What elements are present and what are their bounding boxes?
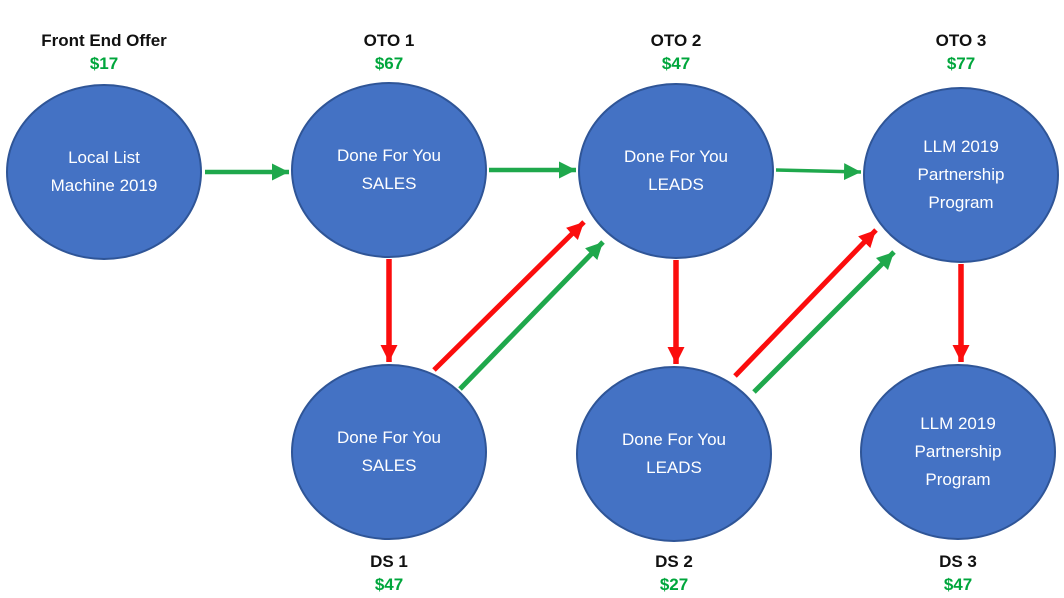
node-oto-1: Done For You SALES [291, 82, 487, 258]
edge-ds1-to-oto2-green-arrow [458, 240, 605, 391]
edge-oto2-to-oto3-green-arrow [775, 163, 862, 181]
node-oto-3-text: LLM 2019 Partnership Program [917, 137, 1005, 212]
offer-name: DS 1 [370, 552, 408, 571]
offer-name: DS 2 [655, 552, 693, 571]
node-oto-3: LLM 2019 Partnership Program [863, 87, 1059, 263]
node-ds-2-text: Done For You LEADS [622, 430, 726, 477]
node-oto-2-text: Done For You LEADS [624, 147, 728, 194]
node-ds-3-text: LLM 2019 Partnership Program [914, 414, 1002, 489]
label-ds-1: DS 1 $47 [279, 551, 499, 596]
node-oto-1-text: Done For You SALES [337, 146, 441, 193]
edge-ds2-to-oto3-red-arrow [733, 228, 878, 378]
label-oto-1: OTO 1 $67 [279, 30, 499, 75]
label-front-end-offer: Front End Offer $17 [0, 30, 214, 75]
label-ds-3: DS 3 $47 [848, 551, 1064, 596]
offer-name: DS 3 [939, 552, 977, 571]
offer-name: OTO 2 [650, 31, 702, 50]
node-ds-1-text: Done For You SALES [337, 428, 441, 475]
offer-price: $17 [89, 54, 119, 73]
offer-name: OTO 3 [935, 31, 987, 50]
label-ds-2: DS 2 $27 [564, 551, 784, 596]
offer-price: $27 [659, 575, 689, 594]
node-front-end-offer-text: Local List Machine 2019 [50, 148, 158, 195]
node-oto-2: Done For You LEADS [578, 83, 774, 259]
node-ds-2: Done For You LEADS [576, 366, 772, 542]
node-ds-3: LLM 2019 Partnership Program [860, 364, 1056, 540]
offer-price: $67 [374, 54, 404, 73]
label-oto-2: OTO 2 $47 [566, 30, 786, 75]
offer-name: OTO 1 [363, 31, 415, 50]
offer-price: $47 [374, 575, 404, 594]
node-ds-1: Done For You SALES [291, 364, 487, 540]
offer-price: $47 [943, 575, 973, 594]
edge-ds2-to-oto3-green-arrow [752, 250, 896, 394]
label-oto-3: OTO 3 $77 [851, 30, 1064, 75]
offer-price: $77 [946, 54, 976, 73]
node-front-end-offer: Local List Machine 2019 [6, 84, 202, 260]
offer-price: $47 [661, 54, 691, 73]
offer-name: Front End Offer [41, 31, 167, 50]
edge-ds1-to-oto2-red-arrow [432, 220, 586, 372]
